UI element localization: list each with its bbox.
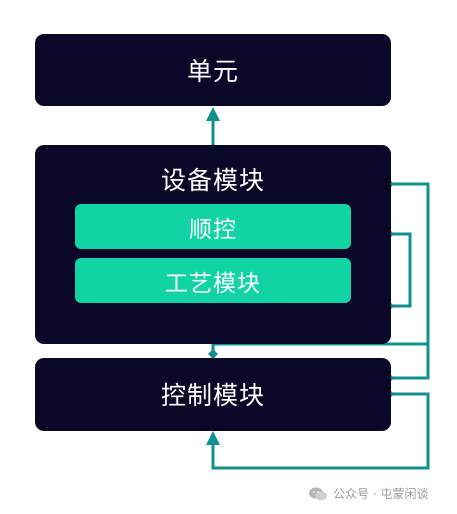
unit-block: 单元	[35, 34, 391, 106]
arrow-up-unit	[206, 107, 220, 121]
sequence-control-label: 顺控	[189, 216, 237, 243]
control-loop-line	[211, 392, 430, 470]
device-module-label: 设备模块	[160, 166, 265, 195]
sequence-control-block: 顺控	[75, 204, 351, 249]
device-module-block: 设备模块 顺控 工艺模块	[35, 145, 391, 344]
watermark-text: 公众号 · 屯蒙闲谈	[333, 487, 429, 501]
control-module-label: 控制模块	[160, 381, 265, 410]
process-module-block: 工艺模块	[75, 258, 351, 303]
watermark: 公众号 · 屯蒙闲谈	[308, 485, 428, 502]
control-module-block: 控制模块	[35, 358, 391, 431]
diamond-control-top	[208, 349, 218, 359]
unit-label: 单元	[186, 57, 239, 86]
arrow-up-control	[206, 431, 220, 445]
right-bus-outer	[389, 182, 430, 380]
process-module-label: 工艺模块	[165, 270, 261, 297]
wechat-icon	[309, 487, 327, 500]
right-bus-inner	[389, 232, 412, 308]
